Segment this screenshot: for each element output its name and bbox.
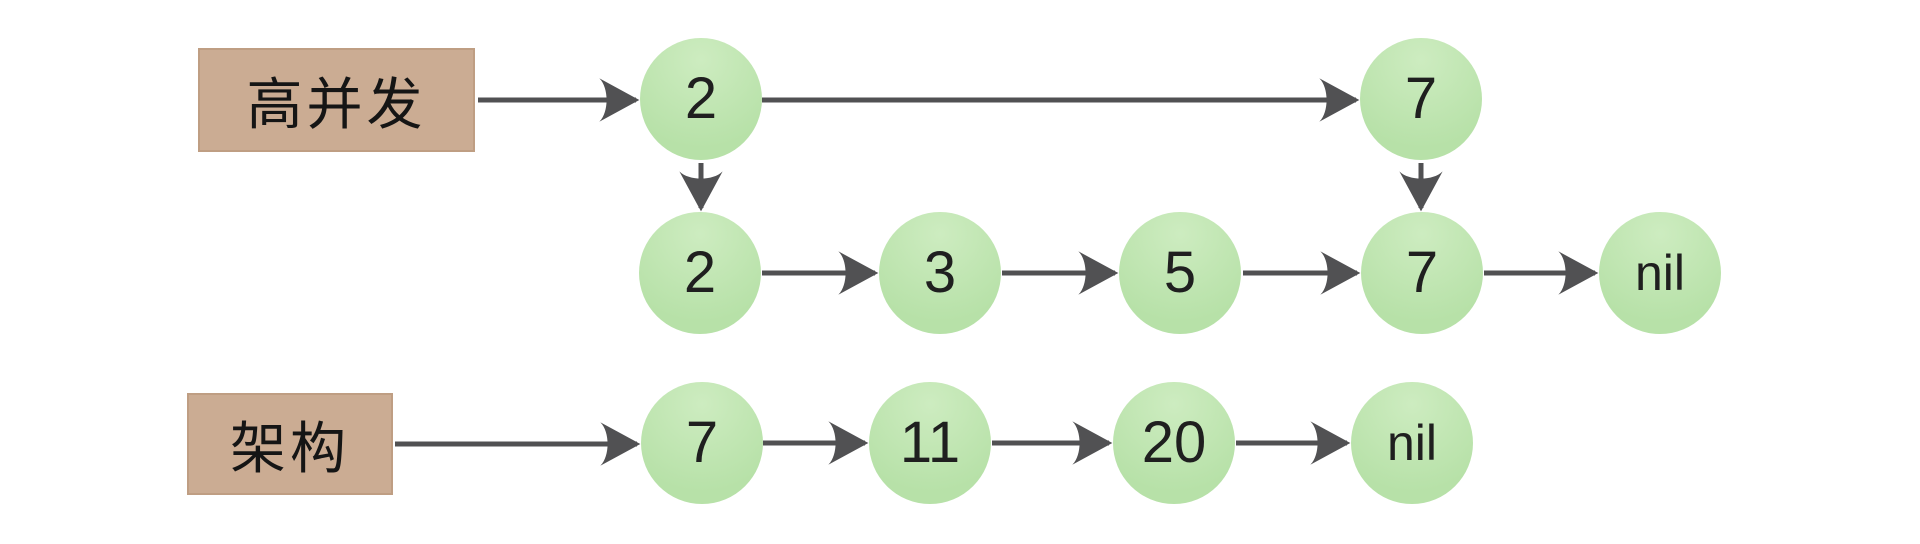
- node-value: 3: [923, 240, 957, 305]
- node-value: 7: [1405, 240, 1439, 305]
- node-base-2: 2: [639, 212, 761, 334]
- node-second-nil: nil: [1351, 382, 1473, 504]
- node-value: nil: [1634, 245, 1686, 301]
- node-value: 7: [1404, 66, 1438, 131]
- node-value: 11: [899, 410, 961, 475]
- node-value: 5: [1163, 240, 1197, 305]
- node-express-7: 7: [1360, 38, 1482, 160]
- node-second-7: 7: [641, 382, 763, 504]
- node-value: 2: [683, 240, 717, 305]
- list-label-second: 架构: [187, 393, 393, 495]
- node-value: 7: [685, 410, 719, 475]
- node-base-5: 5: [1119, 212, 1241, 334]
- list-label-express: 高并发: [198, 48, 475, 152]
- node-base-7: 7: [1361, 212, 1483, 334]
- node-base-nil: nil: [1599, 212, 1721, 334]
- node-value: nil: [1386, 415, 1438, 471]
- node-express-2: 2: [640, 38, 762, 160]
- node-second-20: 20: [1113, 382, 1235, 504]
- node-value: 2: [684, 66, 718, 131]
- node-value: 20: [1141, 410, 1207, 475]
- list-label-second-text: 架构: [230, 416, 350, 480]
- list-label-express-text: 高并发: [246, 72, 427, 136]
- node-base-3: 3: [879, 212, 1001, 334]
- node-second-11: 11: [869, 382, 991, 504]
